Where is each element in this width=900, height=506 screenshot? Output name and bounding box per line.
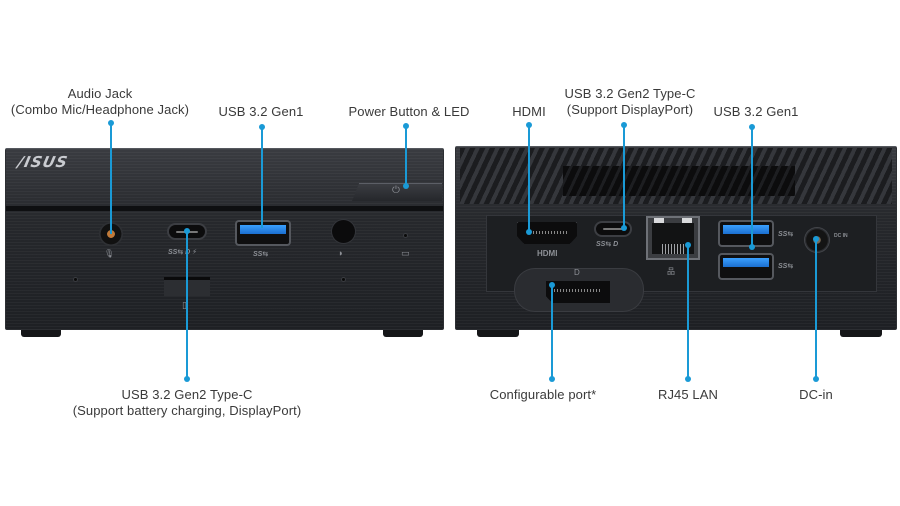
hdmi-text: HDMI bbox=[537, 249, 558, 258]
callout-line-front-usb-c bbox=[186, 231, 188, 379]
rj45-port bbox=[648, 218, 698, 258]
rear-usb-c-mark: SS⇆ D bbox=[596, 241, 619, 248]
label-rear-usb-c-line2: (Support DisplayPort) bbox=[566, 102, 694, 117]
front-chassis bbox=[5, 148, 444, 330]
sd-card-icon: ▯ bbox=[182, 300, 187, 310]
front-usb-c-mark: SS⇆ D ⚡ bbox=[168, 249, 198, 256]
front-usb-a-port bbox=[237, 222, 289, 244]
callout-line-rear-usb-a bbox=[751, 127, 753, 247]
label-front-usb-c-line2: (Support battery charging, DisplayPort) bbox=[72, 403, 302, 418]
callout-dot-rj45-end bbox=[685, 242, 691, 248]
displayport-icon: D bbox=[574, 268, 580, 277]
label-rear-usb-c: USB 3.2 Gen2 Type-C (Support DisplayPort… bbox=[564, 86, 695, 118]
callout-dot-hdmi-end bbox=[526, 229, 532, 235]
callout-dot-rear-usb-c bbox=[621, 122, 627, 128]
callout-dot-configurable-end bbox=[549, 282, 555, 288]
callout-dot-rear-usb-a-end bbox=[749, 244, 755, 250]
label-configurable-port: Configurable port* bbox=[489, 387, 597, 402]
callout-dot-configurable bbox=[549, 376, 555, 382]
callout-dot-rear-usb-c-end bbox=[621, 225, 627, 231]
label-dcin: DC-in bbox=[799, 387, 833, 402]
hdd-led bbox=[404, 234, 407, 237]
callout-line-front-usb-a bbox=[261, 127, 263, 228]
callout-dot-front-usb-a bbox=[259, 124, 265, 130]
label-rear-usb-gen1: USB 3.2 Gen1 bbox=[713, 104, 799, 119]
callout-dot-hdmi bbox=[526, 122, 532, 128]
mic-hole-left bbox=[74, 278, 77, 281]
mic-hole-right bbox=[342, 278, 345, 281]
callout-line-configurable bbox=[551, 285, 553, 379]
microphone-icon: 🎙 bbox=[104, 249, 115, 258]
callout-line-audio bbox=[110, 123, 112, 234]
label-front-usb-gen1: USB 3.2 Gen1 bbox=[218, 104, 304, 119]
rear-usb-a-mark-1: SS⇆ bbox=[778, 231, 794, 238]
label-rear-usb-c-line1: USB 3.2 Gen2 Type-C bbox=[564, 86, 696, 101]
front-usb-a-mark: SS⇆ bbox=[253, 251, 269, 258]
label-power-button: Power Button & LED bbox=[348, 104, 470, 119]
callout-line-rj45 bbox=[687, 245, 689, 379]
power-button[interactable] bbox=[352, 183, 442, 201]
callout-dot-rear-usb-a bbox=[749, 124, 755, 130]
callout-dot-front-usb-c-end bbox=[184, 228, 190, 234]
label-hdmi: HDMI bbox=[512, 104, 546, 119]
label-front-usb-c: USB 3.2 Gen2 Type-C (Support battery cha… bbox=[73, 387, 302, 419]
callout-line-dcin bbox=[815, 239, 817, 379]
power-icon: ⏻ bbox=[392, 185, 400, 196]
callout-line-rear-usb-c bbox=[623, 125, 625, 228]
dc-in-text: DC IN bbox=[834, 233, 848, 239]
callout-dot-rj45 bbox=[685, 376, 691, 382]
label-front-usb-c-line1: USB 3.2 Gen2 Type-C bbox=[121, 387, 253, 402]
front-foot-right bbox=[383, 330, 423, 337]
callout-dot-front-usb-c bbox=[184, 376, 190, 382]
callout-line-power bbox=[405, 126, 407, 186]
label-audio-jack: Audio Jack (Combo Mic/Headphone Jack) bbox=[11, 86, 189, 118]
vent-opening bbox=[563, 166, 795, 196]
callout-dot-power-end bbox=[403, 183, 409, 189]
label-audio-jack-line2: (Combo Mic/Headphone Jack) bbox=[10, 102, 190, 117]
front-foot-left bbox=[21, 330, 61, 337]
rear-usb-a-port-2 bbox=[720, 255, 772, 278]
hdmi-port bbox=[517, 222, 577, 244]
asus-logo: /ISUS bbox=[16, 153, 70, 171]
callout-dot-audio bbox=[108, 120, 114, 126]
rear-usb-a-port-1 bbox=[720, 222, 772, 245]
callout-line-hdmi bbox=[528, 125, 530, 232]
ir-icon: ◗ bbox=[338, 248, 344, 258]
lan-icon: 品 bbox=[667, 267, 675, 276]
callout-dot-power bbox=[403, 123, 409, 129]
hdd-icon: ▭ bbox=[401, 248, 410, 258]
callout-dot-dcin-end bbox=[813, 236, 819, 242]
rear-foot-left bbox=[477, 330, 519, 337]
label-rj45: RJ45 LAN bbox=[657, 387, 719, 402]
callout-dot-dcin bbox=[813, 376, 819, 382]
label-audio-jack-line1: Audio Jack bbox=[67, 86, 133, 101]
displayport-port bbox=[546, 281, 610, 303]
rear-usb-a-mark-2: SS⇆ bbox=[778, 263, 794, 270]
ir-receiver bbox=[332, 220, 355, 243]
rear-foot-right bbox=[840, 330, 882, 337]
front-groove bbox=[6, 206, 443, 211]
